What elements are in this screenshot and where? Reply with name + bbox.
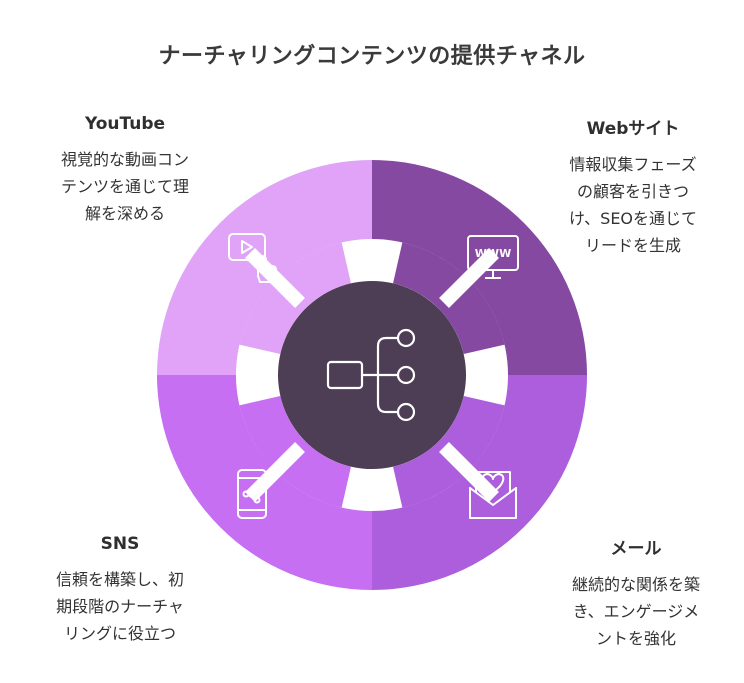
www-monitor-icon: WWW (467, 235, 519, 279)
video-click-icon (228, 233, 277, 283)
sns-heading: SNS (100, 534, 140, 554)
label-web: Webサイト 情報収集フェーズ の顧客を引きつ け、SEOを通じて リードを生成 (548, 114, 718, 259)
mail-description: 継続的な関係を築 き、エンゲージメ ントを強化 (571, 575, 700, 648)
web-heading: Webサイト (586, 119, 680, 139)
diagram-title: ナーチャリングコンテンツの提供チャネル (158, 44, 586, 69)
label-mail: メール 継続的な関係を築 き、エンゲージメ ントを強化 (536, 534, 736, 652)
hierarchy-icon (326, 328, 416, 422)
mail-heading: メール (610, 539, 662, 559)
web-description: 情報収集フェーズ の顧客を引きつ け、SEOを通じて リードを生成 (568, 155, 698, 255)
www-text: WWW (475, 247, 511, 260)
sns-description: 信頼を構築し、初 期段階のナーチャ リングに役立つ (55, 570, 184, 643)
phone-share-icon (237, 469, 267, 519)
label-youtube: YouTube 視覚的な動画コン テンツを通じて理 解を深める (40, 114, 210, 227)
youtube-description: 視覚的な動画コン テンツを通じて理 解を深める (60, 150, 189, 223)
youtube-heading: YouTube (84, 114, 166, 134)
heart-envelope-icon (469, 471, 517, 519)
label-sns: SNS 信頼を構築し、初 期段階のナーチャ リングに役立つ (20, 534, 220, 647)
